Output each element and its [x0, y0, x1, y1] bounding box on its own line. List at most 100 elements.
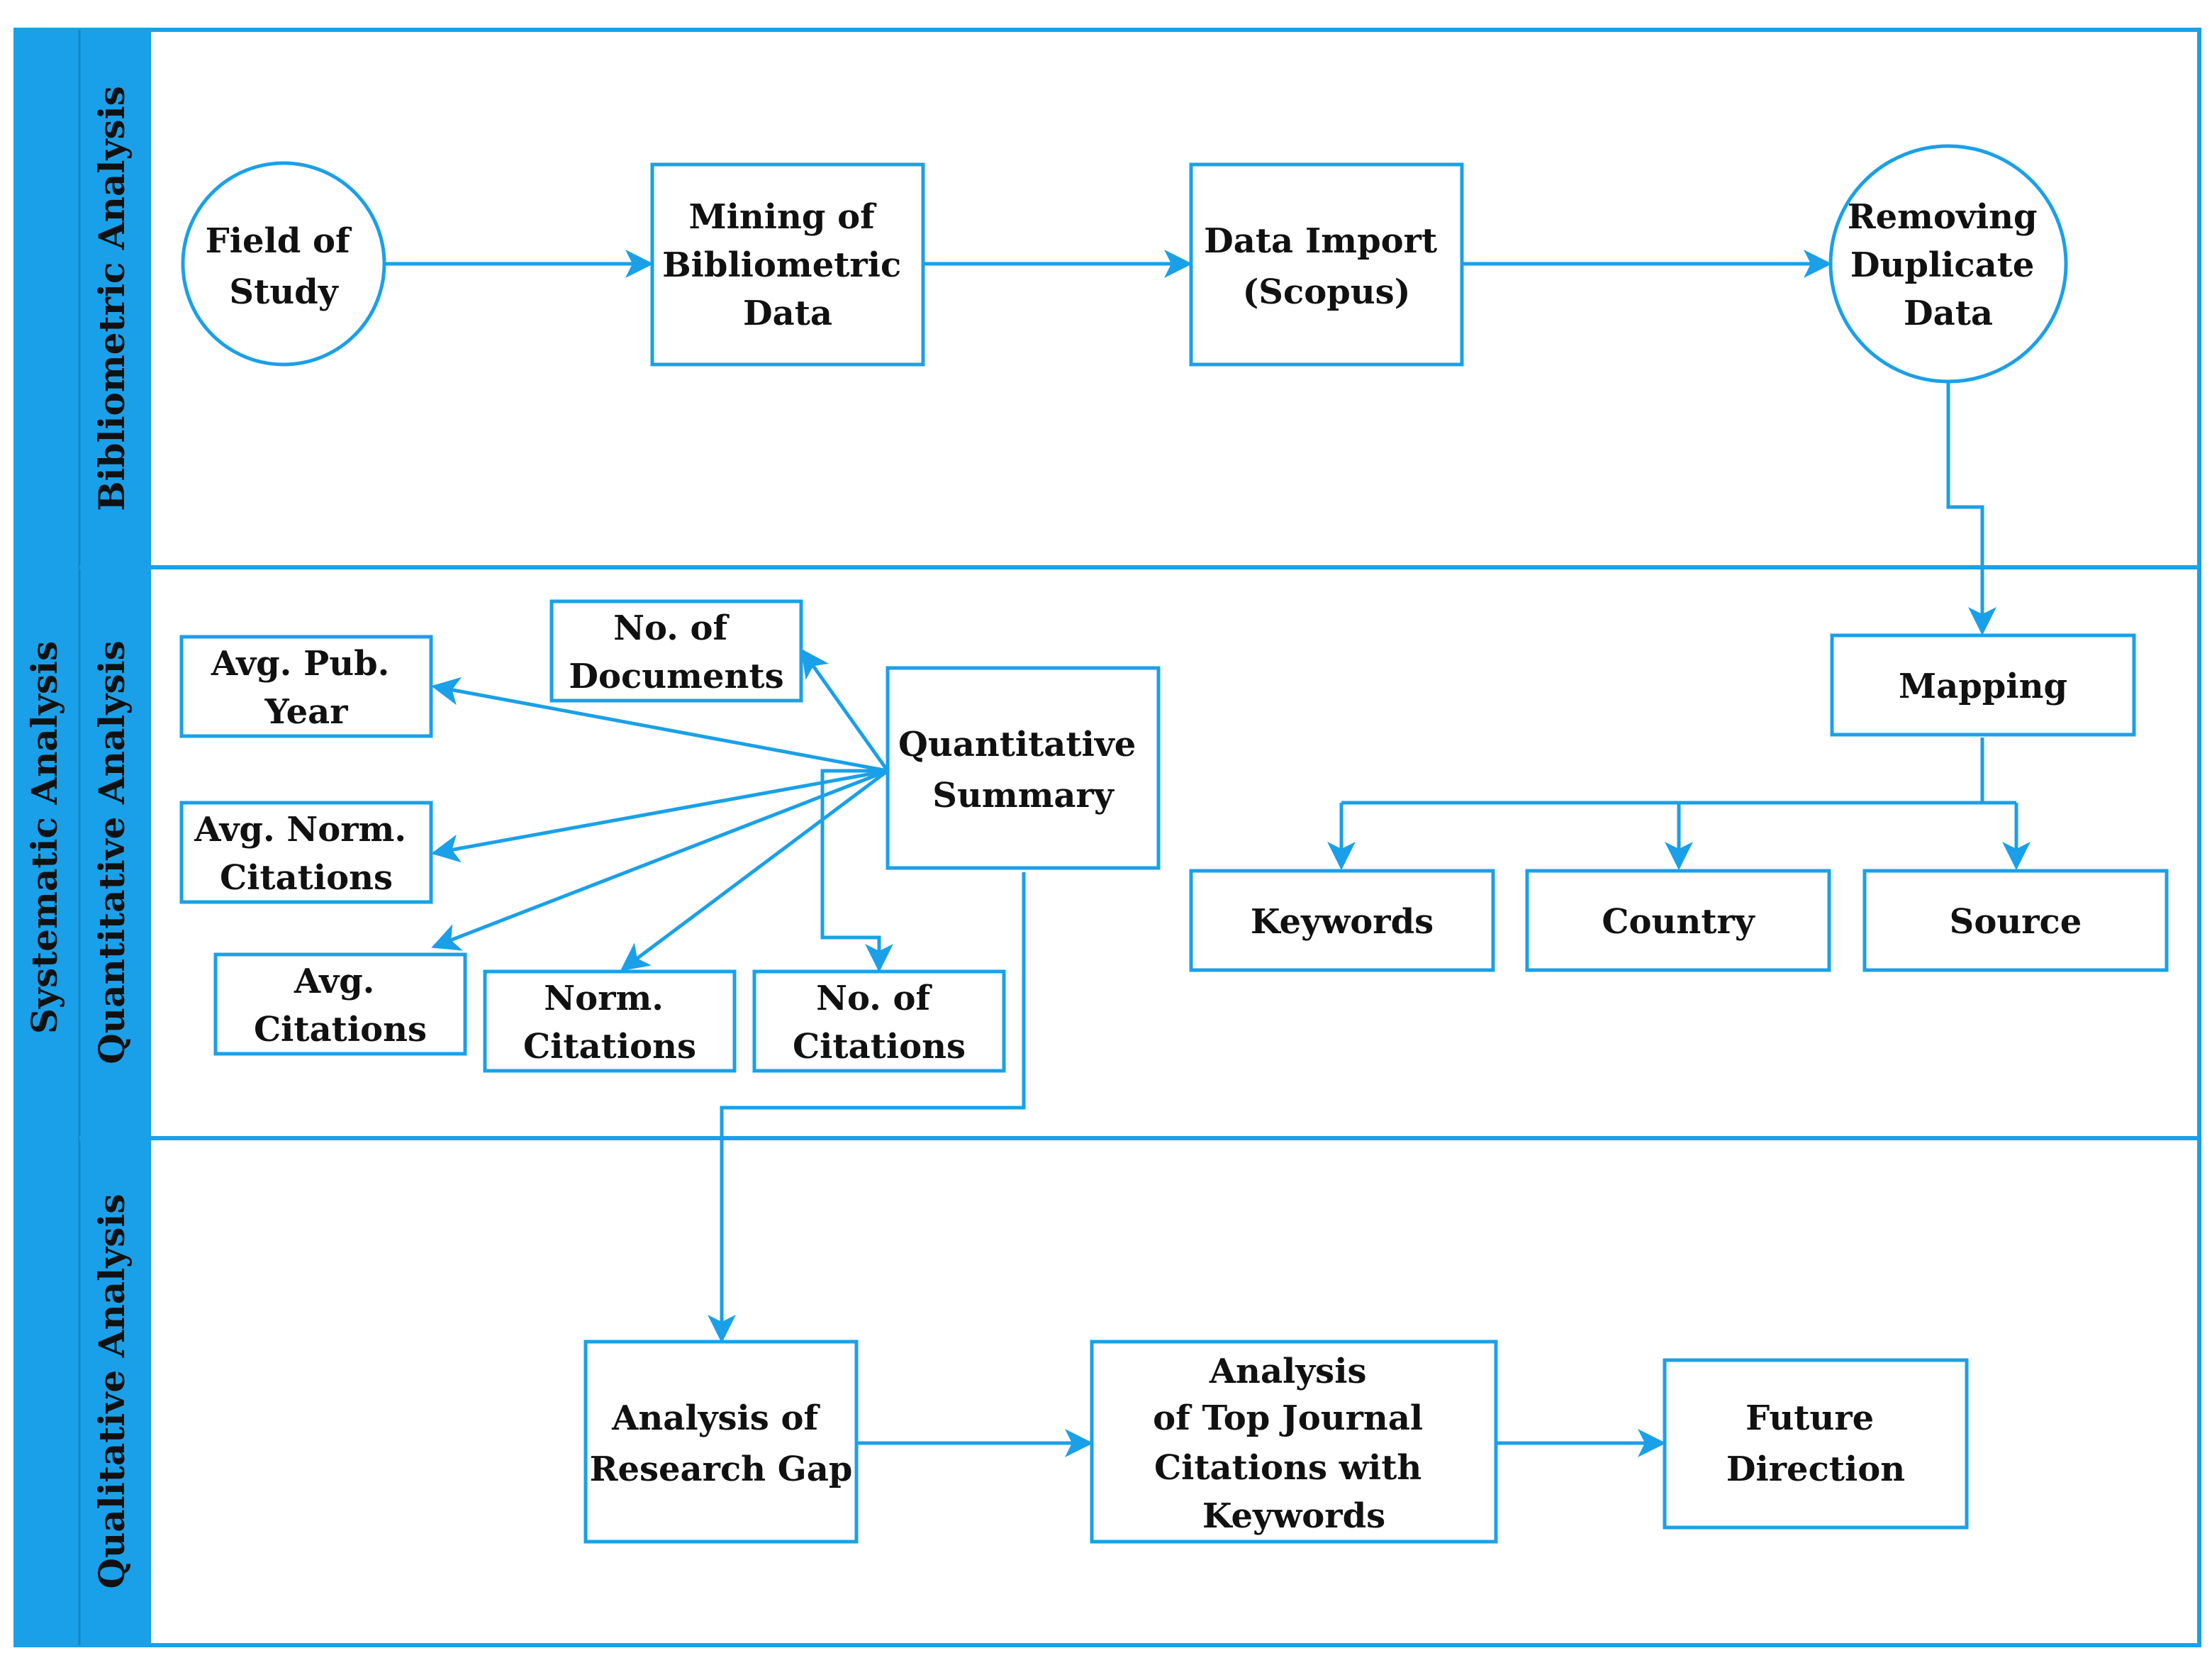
node-norm-citations[interactable]: Norm. Citations [483, 969, 737, 1073]
arrow-summary-to-documents [800, 648, 890, 772]
node-removing-duplicate-data[interactable]: Removing Duplicate Data [1828, 144, 2068, 384]
keywords-shape [1189, 869, 1495, 972]
avg-citations-shape [213, 952, 467, 1056]
mapping-label: Mapping [1899, 667, 2067, 706]
data-import-shape [1189, 162, 1464, 367]
data-import-line-1: Data Import [1204, 221, 1437, 261]
quantitative-summary-shape [886, 666, 1161, 870]
svg-text:Norm. Citations: Norm. Citations [523, 979, 696, 1067]
no-of-citations-line-2: Citations [793, 1027, 966, 1067]
svg-text:Mining of Bibliometric: Mining of Bibliometric Data [662, 197, 913, 333]
mining-line-1: Mining of [688, 197, 877, 237]
research-gap-shape [583, 1340, 859, 1544]
node-keywords[interactable]: Keywords [1189, 869, 1495, 972]
avg-norm-citations-shape [179, 801, 433, 904]
source-label: Source [1950, 902, 2082, 942]
removing-duplicate-shape [1828, 144, 2068, 384]
svg-text:Analysis of Top Journal: Analysis of Top Journal Citations with K… [1153, 1352, 1435, 1536]
svg-text:No. of Citations: No. of Citations [793, 979, 966, 1067]
data-import-line-2: (Scopus) [1243, 272, 1411, 312]
svg-text:Avg. Norm. Citations: Avg. Norm. Citations [194, 810, 418, 898]
keywords-label: Keywords [1251, 902, 1434, 942]
field-of-study-line-2: Study [229, 272, 339, 312]
future-direction-line-1: Future [1745, 1398, 1874, 1438]
arrow-summary-to-research-gap [708, 872, 1026, 1343]
top-journal-shape [1090, 1340, 1498, 1544]
research-gap-line-1: Analysis of [611, 1398, 820, 1438]
node-future-direction[interactable]: Future Direction [1663, 1358, 1969, 1530]
qualitative-analysis-label: Qualitative Analysis [91, 1193, 133, 1588]
lane-structure: Systematic Analysis Bibliometric Analysi… [13, 28, 2201, 1647]
no-of-documents-shape [549, 599, 803, 703]
source-shape [1862, 869, 2169, 972]
node-no-of-documents[interactable]: No. of Documents [549, 599, 803, 703]
systematic-analysis-label: Systematic Analysis [23, 641, 65, 1034]
svg-text:Data Import (Scopus): Data Import (Scopus) [1204, 221, 1449, 312]
svg-text:Analysis of Research Gap: Analysis of Research Gap [590, 1398, 853, 1489]
quantitative-summary-line-2: Summary [932, 776, 1115, 816]
connectors [384, 250, 2031, 1457]
field-of-study-shape [181, 161, 386, 367]
no-of-citations-line-1: No. of [816, 979, 932, 1018]
top-journal-line-4: Keywords [1202, 1496, 1385, 1536]
svg-text:Removing Duplicate: Removing Duplicate Data [1848, 197, 2050, 333]
node-mapping[interactable]: Mapping [1830, 633, 2136, 737]
avg-pub-year-shape [179, 635, 433, 738]
node-avg-pub-year[interactable]: Avg. Pub. Year [179, 635, 433, 738]
svg-text:Avg. Pub. Year: Avg. Pub. Year [211, 644, 401, 732]
country-label: Country [1602, 902, 1755, 942]
svg-text:No. of Documents: No. of Documents [569, 608, 783, 696]
arrow-summary-to-avg-pub-year [431, 677, 888, 773]
node-analysis-of-top-journal[interactable]: Analysis of Top Journal Citations with K… [1090, 1340, 1498, 1544]
field-of-study-line-1: Field of [206, 221, 352, 261]
removing-duplicate-line-3: Data [1904, 294, 1993, 333]
node-analysis-of-research-gap[interactable]: Analysis of Research Gap [583, 1340, 859, 1544]
node-avg-citations[interactable]: Avg. Citations [213, 952, 467, 1056]
mining-line-3: Data [743, 294, 832, 333]
no-of-citations-shape [752, 969, 1006, 1073]
norm-citations-shape [483, 969, 737, 1073]
avg-norm-citations-line-1: Avg. Norm. [194, 810, 406, 850]
top-journal-line-1: Analysis [1209, 1352, 1367, 1391]
mining-shape [650, 162, 925, 367]
removing-duplicate-line-2: Duplicate [1850, 245, 2035, 285]
top-journal-line-3: Citations with [1154, 1448, 1421, 1488]
removing-duplicate-line-1: Removing [1848, 197, 2038, 237]
avg-pub-year-line-2: Year [264, 692, 348, 732]
sublane-label-band [79, 30, 149, 1645]
research-gap-line-2: Research Gap [590, 1449, 853, 1489]
arrow-summary-to-avg-norm-citations [431, 769, 888, 863]
norm-citations-line-2: Citations [523, 1027, 696, 1067]
arrow-summary-to-no-of-citations [820, 769, 893, 972]
avg-citations-line-1: Avg. [294, 962, 374, 1001]
svg-text:Field of Study: Field of Study [206, 221, 362, 312]
avg-pub-year-line-1: Avg. Pub. [211, 644, 389, 684]
avg-citations-line-2: Citations [254, 1010, 427, 1050]
svg-text:Avg. Citations: Avg. Citations [254, 962, 427, 1050]
arrow-summary-to-avg-citations [431, 769, 888, 951]
future-direction-line-2: Direction [1726, 1449, 1905, 1489]
mapping-shape [1830, 633, 2136, 737]
bibliometric-analysis-label: Bibliometric Analysis [91, 86, 133, 511]
node-mining-bibliometric-data[interactable]: Mining of Bibliometric Data [650, 162, 925, 367]
node-quantitative-summary[interactable]: Quantitative Summary [886, 666, 1161, 870]
top-journal-line-2: of Top Journal [1153, 1398, 1423, 1438]
svg-text:Quantitative Summary: Quantitative Summary [898, 725, 1148, 816]
node-avg-norm-citations[interactable]: Avg. Norm. Citations [179, 801, 433, 904]
node-no-of-citations[interactable]: No. of Citations [752, 969, 1006, 1073]
svg-text:Future Direction: Future Direction [1726, 1398, 1905, 1489]
node-country[interactable]: Country [1525, 869, 1831, 972]
arrow-summary-to-norm-citations [620, 769, 889, 972]
future-direction-shape [1663, 1358, 1969, 1530]
quantitative-summary-line-1: Quantitative [898, 725, 1136, 764]
node-data-import[interactable]: Data Import (Scopus) [1189, 162, 1464, 367]
country-shape [1525, 869, 1831, 972]
avg-norm-citations-line-2: Citations [220, 858, 393, 898]
no-of-documents-line-2: Documents [569, 657, 783, 696]
norm-citations-line-1: Norm. [544, 979, 664, 1018]
mining-line-2: Bibliometric [662, 245, 901, 285]
node-source[interactable]: Source [1862, 869, 2169, 972]
quantitative-analysis-label: Quantitative Analysis [91, 640, 133, 1064]
node-field-of-study[interactable]: Field of Study [181, 161, 386, 367]
